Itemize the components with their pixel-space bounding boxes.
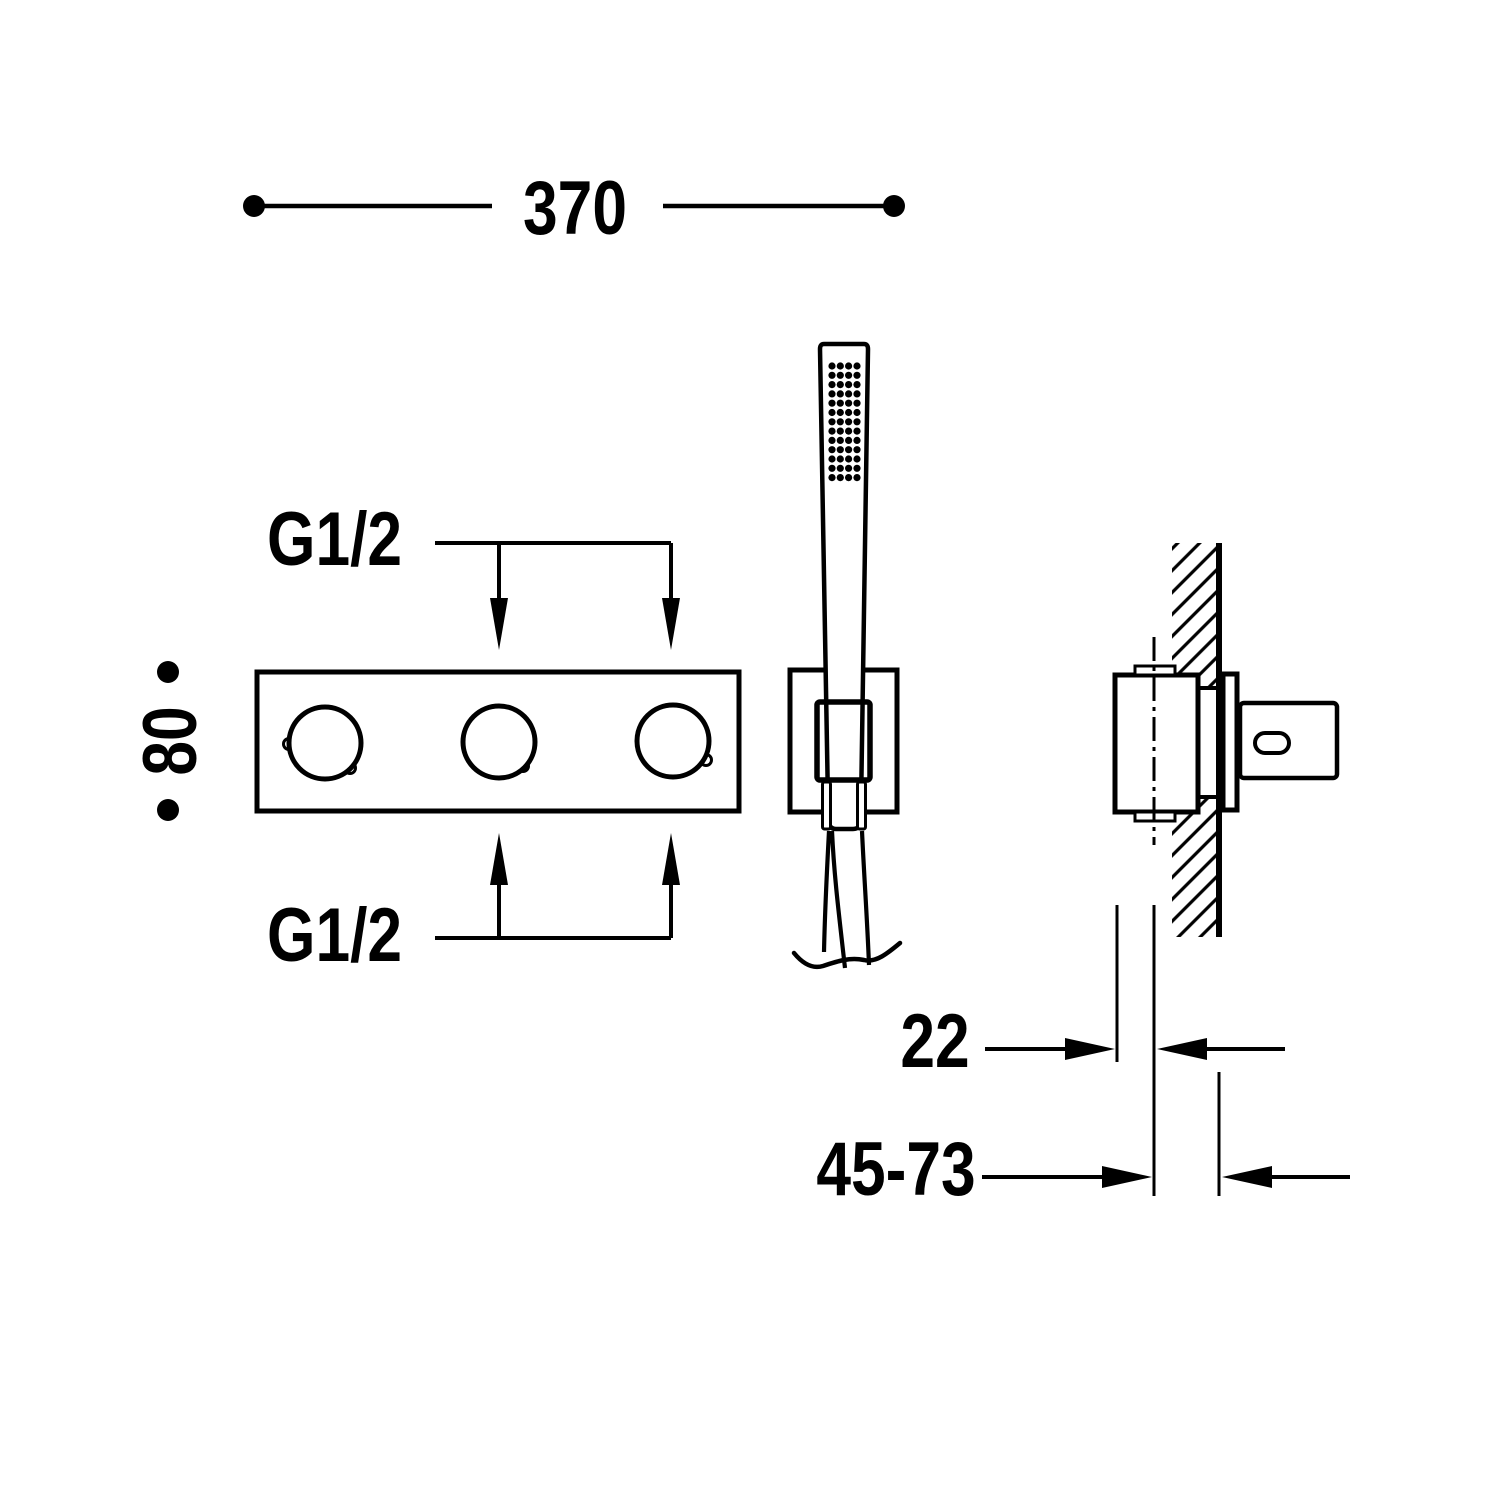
dim-22-arrow-right — [1065, 1038, 1115, 1060]
g12-bottom-label: G1/2 — [267, 892, 402, 977]
hand-shower-wand — [817, 341, 871, 832]
valve-connector — [1198, 690, 1218, 795]
depth-dimensions: 22 45-73 — [816, 905, 1350, 1211]
dim-dot-bottom — [157, 799, 179, 821]
dim-dot-top — [157, 661, 179, 683]
knob-center — [460, 703, 538, 781]
dim-4573-arrow-right — [1102, 1166, 1152, 1188]
wall-hatch-top — [1172, 543, 1219, 690]
side-view — [1112, 543, 1340, 937]
hose-nut-left — [821, 780, 832, 831]
spray-face-dots — [828, 362, 861, 482]
g12-top-arrowhead-1 — [490, 598, 508, 650]
escutcheon-side — [1220, 671, 1240, 813]
knob-right — [634, 702, 712, 780]
hose-break-wave — [791, 940, 903, 970]
wall-hatch-bottom — [1172, 795, 1219, 937]
g12-bottom-callout: G1/2 — [267, 833, 680, 977]
dim-22-arrow-left — [1157, 1038, 1207, 1060]
dim-370-label: 370 — [523, 165, 627, 250]
g12-bottom-arrowhead-2 — [662, 833, 680, 885]
g12-top-label: G1/2 — [267, 496, 402, 581]
hand-shower-assembly — [787, 341, 903, 970]
valve-body-side — [1112, 672, 1201, 815]
handle-slot — [1253, 731, 1291, 755]
front-view — [254, 669, 742, 814]
shower-hose — [821, 830, 872, 969]
dim-plate-width: 370 — [243, 165, 905, 250]
dim-plate-height: 80 — [127, 661, 212, 821]
g12-bottom-arrowhead-1 — [490, 833, 508, 885]
bracket-clamp — [814, 699, 873, 783]
dim-4573-arrow-left — [1222, 1166, 1272, 1188]
dim-22-label: 22 — [900, 998, 969, 1083]
dim-4573-label: 45-73 — [816, 1126, 975, 1211]
g12-top-callout: G1/2 — [267, 496, 680, 650]
g12-top-arrowhead-2 — [662, 598, 680, 650]
hose-nut-right — [856, 780, 867, 831]
dim-80-label: 80 — [127, 706, 212, 775]
knob-left — [286, 704, 364, 782]
